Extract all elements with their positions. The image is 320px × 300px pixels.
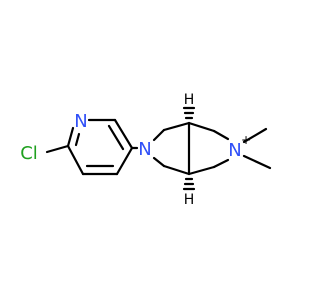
pyrrolidine-nitrogen-label: N bbox=[138, 139, 151, 160]
bond-cl-c bbox=[45, 144, 70, 154]
bond-n-cation-ch2 bbox=[212, 158, 230, 169]
bonds bbox=[45, 106, 272, 191]
bond-c-c-ring-double bbox=[107, 124, 125, 151]
bond-ch-ch2 bbox=[162, 164, 191, 176]
bond-ch2-ch bbox=[187, 165, 216, 176]
bond-n-c-ring-double bbox=[74, 132, 81, 147]
chlorine-atom-label: Cl bbox=[20, 143, 38, 164]
positive-charge-label: + bbox=[241, 133, 251, 147]
bond-c-c-ring bbox=[113, 118, 134, 150]
pyridine-nitrogen-label: N bbox=[74, 111, 87, 132]
bond-n-c-ring bbox=[66, 126, 75, 148]
stereo-hash-bond-top bbox=[182, 106, 196, 120]
bond-ch2-ch bbox=[162, 121, 191, 132]
atom-labels: Cl N N N + H H bbox=[20, 92, 251, 208]
hydrogen-top-label: H bbox=[184, 92, 195, 108]
bond-ch-ch2 bbox=[187, 121, 216, 133]
hydrogen-bottom-label: H bbox=[184, 192, 195, 208]
bond-n-methyl-lower bbox=[242, 154, 272, 170]
bond-c-c-ring bbox=[115, 146, 134, 176]
stereo-hash-bond-bottom bbox=[182, 177, 196, 191]
bond-n-ch2 bbox=[152, 128, 166, 142]
molecule-structure-diagram: Cl N N N + H H bbox=[20, 92, 272, 208]
bond-ch2-n bbox=[152, 156, 166, 168]
ammonium-nitrogen-label: N bbox=[228, 140, 241, 161]
bond-c-c-ring bbox=[66, 144, 85, 176]
bond-ch2-n-cation bbox=[212, 129, 230, 141]
bond-n-methyl-upper bbox=[242, 127, 268, 144]
